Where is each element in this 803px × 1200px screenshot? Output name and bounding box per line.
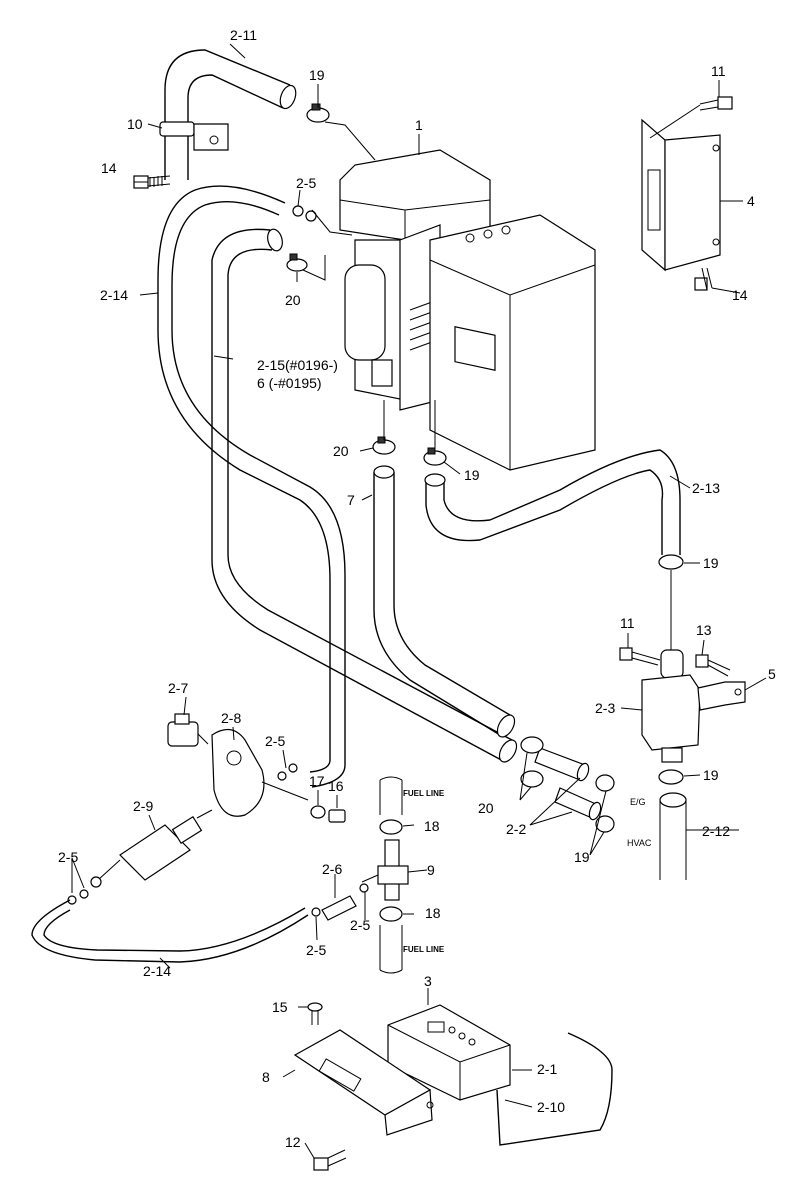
label-2-5-top: 2-5: [296, 175, 316, 191]
label-2-3: 2-3: [595, 700, 615, 716]
label-2-13: 2-13: [692, 480, 720, 496]
bolt-14-right: [694, 267, 713, 291]
clamp-2-5-top: [292, 205, 317, 222]
label-2-5-mid: 2-5: [265, 733, 285, 749]
label-2-14-upper: 2-14: [100, 287, 128, 303]
tag-eg: E/G: [630, 797, 646, 807]
label-13: 13: [696, 622, 712, 638]
bolt-13: [695, 654, 731, 677]
label-5: 5: [768, 666, 776, 682]
label-12: 12: [285, 1134, 301, 1150]
label-2-1: 2-1: [537, 1061, 557, 1077]
hose-2-14-lower: [31, 899, 309, 963]
label-2-11: 2-11: [230, 27, 257, 43]
clamp-19-top: [306, 103, 330, 123]
label-2-5-left: 2-5: [58, 849, 78, 865]
label-2-12: 2-12: [702, 823, 730, 839]
bolt-12: [313, 1149, 347, 1171]
label-19-bottom: 19: [574, 849, 590, 865]
label-14-right: 14: [732, 287, 748, 303]
bracket-4: [641, 118, 721, 272]
tee-9: [361, 839, 409, 901]
hose-2-14-upper: [157, 185, 346, 788]
hose-2-15: [211, 228, 518, 763]
clamp-10: [159, 121, 229, 151]
label-2-8: 2-8: [221, 710, 241, 726]
label-2-5-bottom-a: 2-5: [350, 917, 370, 933]
tag-fuel-line-bottom: FUEL LINE: [403, 945, 445, 954]
bolt-11-top: [699, 96, 733, 111]
clamps-19-bottom: [595, 774, 615, 833]
bolt-11-mid: [619, 647, 661, 666]
label-19-lower: 19: [703, 767, 719, 783]
clamp-18-lower: [379, 906, 403, 922]
label-15: 15: [272, 999, 288, 1015]
label-7: 7: [347, 492, 355, 508]
label-2-10: 2-10: [537, 1099, 565, 1115]
clamps-20-lower: [520, 736, 544, 788]
hose-2-13: [424, 449, 681, 555]
label-2-14-lower: 2-14: [143, 963, 171, 979]
label-8: 8: [262, 1069, 270, 1085]
tag-hvac: HVAC: [627, 838, 652, 848]
battery-box: [429, 214, 596, 471]
label-18-upper: 18: [424, 818, 440, 834]
pipe-2-12: [659, 792, 687, 880]
tag-fuel-line-top: FUEL LINE: [403, 789, 445, 798]
label-10: 10: [127, 116, 143, 132]
washer-17: [310, 805, 326, 819]
pipes-2-2: [534, 747, 602, 821]
label-6: 6 (-#0195): [257, 375, 322, 391]
pipe-2-6: [311, 883, 369, 921]
clamp-20-upper: [286, 253, 308, 272]
screw-15: [307, 1002, 323, 1025]
label-2-5-bottom-b: 2-5: [306, 942, 326, 958]
clamp-20-mid: [372, 436, 396, 455]
label-11-mid: 11: [620, 615, 635, 631]
clamp-19-mid: [423, 447, 447, 466]
filter-2-9: [90, 809, 213, 888]
label-2-15: 2-15(#0196-): [257, 357, 338, 373]
label-2-2: 2-2: [506, 821, 526, 837]
label-11-top: 11: [711, 63, 726, 79]
washers-2-5-mid: [261, 763, 309, 801]
nut-16: [328, 809, 346, 823]
label-18-lower: 18: [425, 905, 441, 921]
label-20-lower: 20: [478, 800, 494, 816]
label-4: 4: [747, 193, 755, 209]
label-2-9: 2-9: [133, 798, 153, 814]
label-9: 9: [427, 862, 435, 878]
label-2-6: 2-6: [322, 861, 342, 877]
label-2-7: 2-7: [168, 680, 188, 696]
label-14-left: 14: [101, 160, 117, 176]
bracket-8: [293, 1029, 434, 1136]
label-20-upper: 20: [285, 292, 301, 308]
label-3: 3: [424, 973, 432, 989]
leader-lines: [71, 43, 767, 1159]
pump-2-7: [167, 713, 209, 747]
fuel-line-bottom: [379, 925, 403, 974]
label-1: 1: [415, 117, 423, 133]
washers-2-5-left: [67, 889, 89, 905]
label-19-mid: 19: [464, 467, 480, 483]
clamp-18-upper: [379, 819, 403, 835]
clamp-19-right: [658, 554, 684, 570]
label-17: 17: [309, 773, 325, 789]
cable-2-10: [496, 1032, 613, 1146]
muffler-2-3: [641, 570, 746, 785]
fuel-line-top: [379, 776, 403, 815]
label-19-top: 19: [309, 67, 325, 83]
label-19-right: 19: [703, 555, 719, 571]
hose-7: [373, 465, 516, 738]
label-16: 16: [328, 778, 344, 794]
label-20-mid: 20: [333, 443, 349, 459]
hose-2-11: [164, 49, 297, 180]
bracket-2-8: [211, 729, 265, 817]
